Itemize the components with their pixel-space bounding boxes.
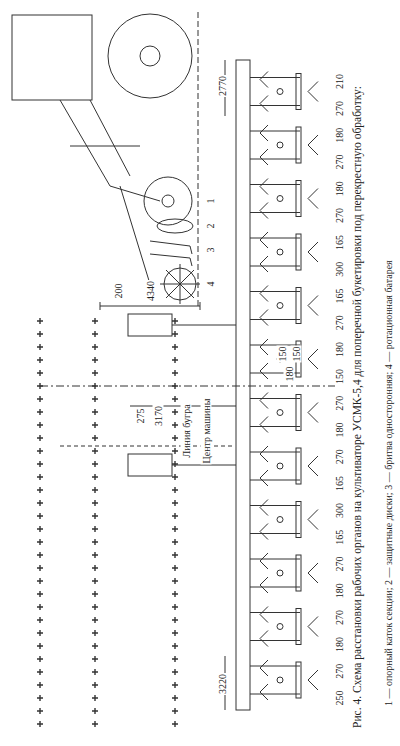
dimension: 150 — [334, 368, 345, 385]
callout-number: 1 — [205, 198, 216, 205]
dimension: 300 — [334, 502, 345, 519]
dimension: 200 — [113, 283, 124, 300]
dimension: 180 — [334, 636, 345, 653]
dimension: 270 — [334, 556, 345, 573]
dimension: 180 — [334, 127, 345, 144]
dimension: 2770 — [217, 75, 228, 97]
dimension: 180 — [334, 422, 345, 439]
line-label: Линия бугра — [181, 403, 192, 458]
dimension: 270 — [334, 609, 345, 626]
dimension: 4340 — [145, 280, 156, 302]
dimension: 150 — [291, 346, 302, 363]
parts-legend: 1 — опорный каток секции; 2 — защитные д… — [383, 260, 394, 706]
dimension: 3170 — [153, 405, 164, 427]
dimension: 180 — [284, 366, 295, 383]
callout-number: 3 — [205, 247, 216, 254]
plan-view — [37, 60, 335, 727]
dimension: 165 — [334, 288, 345, 305]
dimension: 270 — [334, 154, 345, 171]
dimension: 300 — [334, 261, 345, 278]
dimension: 180 — [334, 582, 345, 599]
dimension: 150 — [277, 346, 288, 363]
line-label: Центр машины — [201, 398, 212, 465]
dimension: 250 — [334, 690, 345, 707]
figure-caption: Рис. 4. Схема расстановки рабочих органо… — [350, 18, 364, 728]
dimension: 270 — [334, 314, 345, 331]
dimension: 270 — [334, 395, 345, 412]
dimension: 3220 — [217, 673, 228, 695]
callout-number: 2 — [205, 223, 216, 230]
dimension: 210 — [334, 73, 345, 90]
dimension: 165 — [334, 475, 345, 492]
dimension: 180 — [334, 341, 345, 358]
dimension: 165 — [334, 529, 345, 546]
dimension: 270 — [334, 663, 345, 680]
dimension: 270 — [334, 100, 345, 117]
dimension: 270 — [334, 448, 345, 465]
dimension: 270 — [334, 207, 345, 224]
dimension: 165 — [334, 234, 345, 251]
side-view — [12, 10, 200, 306]
dimension: 275 — [135, 408, 146, 425]
dimension: 180 — [334, 180, 345, 197]
callout-number: 4 — [205, 281, 216, 288]
